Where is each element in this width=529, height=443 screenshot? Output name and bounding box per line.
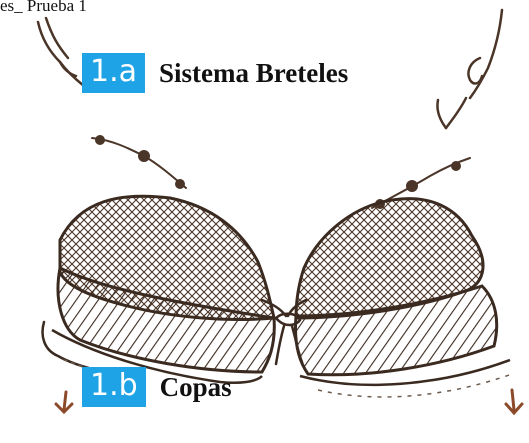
- tag-1a: 1.a: [82, 53, 145, 93]
- label-text-1b: Copas: [160, 372, 232, 403]
- left-cup: [52, 196, 274, 383]
- arrow-down-left-icon: [56, 392, 72, 412]
- label-text-1a: Sistema Breteles: [159, 58, 348, 89]
- label-copas: 1.b Copas: [82, 367, 232, 407]
- header-text: es_ Prueba 1: [0, 0, 87, 16]
- tag-1b: 1.b: [82, 367, 146, 407]
- arrow-down-right-icon: [506, 390, 522, 413]
- right-cup: [296, 199, 513, 397]
- strap-top-right: [437, 10, 502, 128]
- strap-fragment-left: [92, 136, 186, 188]
- label-sistema-breteles: 1.a Sistema Breteles: [82, 53, 348, 93]
- strap-top-left: [38, 18, 84, 86]
